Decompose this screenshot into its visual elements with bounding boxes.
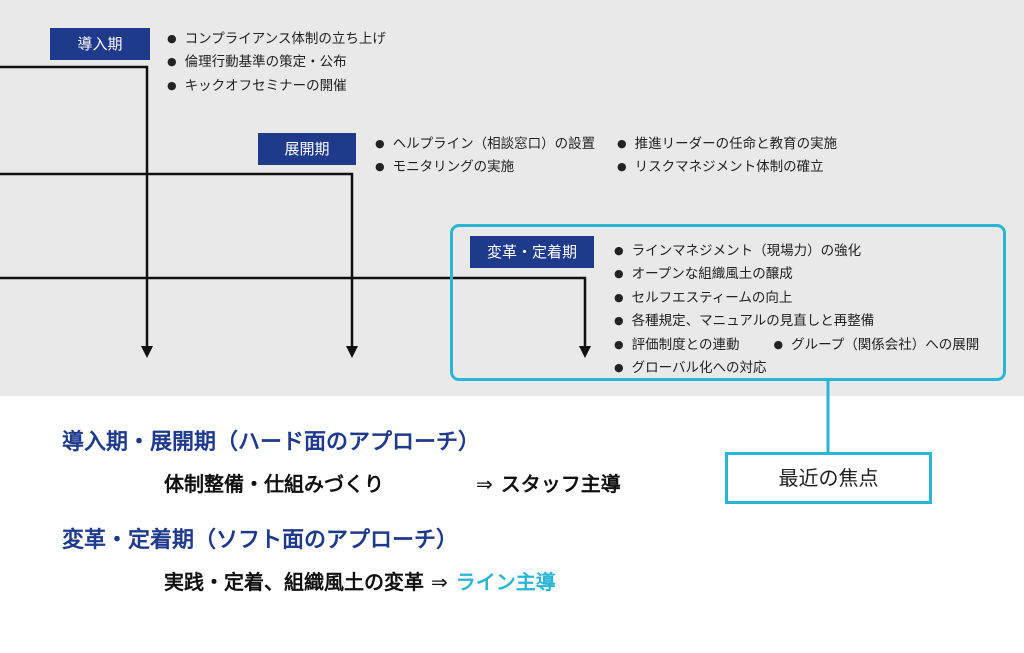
summary-heading-soft: 変革・定着期（ソフト面のアプローチ） xyxy=(62,528,459,553)
list-item: オープンな組織風土の醸成 xyxy=(614,263,979,286)
phase-tag-expansion: 展開期 xyxy=(258,133,356,165)
arrow-icon: ⇒ xyxy=(476,472,493,496)
list-item-extra: グループ（関係会社）への展開 xyxy=(773,337,979,353)
list-item: 倫理行動基準の策定・公布 xyxy=(167,51,386,74)
phase-tag-intro: 導入期 xyxy=(50,28,150,60)
arrowhead-intro xyxy=(141,346,153,358)
summary-heading-hard: 導入期・展開期（ハード面のアプローチ） xyxy=(62,430,481,455)
summary-body-text: 実践・定着、組織風土の変革 xyxy=(164,570,424,594)
line-transformation xyxy=(0,276,587,348)
list-item: グローバル化への対応 xyxy=(614,357,979,380)
list-item: セルフエスティームの向上 xyxy=(614,287,979,310)
summary-body-soft: 実践・定着、組織風土の変革 ⇒ ライン主導 xyxy=(164,566,556,595)
phase-expansion-items-col2: 推進リーダーの任命と教育の実施 リスクマネジメント体制の確立 xyxy=(617,133,838,180)
list-item: キックオフセミナーの開催 xyxy=(167,75,386,98)
summary-lead-text: スタッフ主導 xyxy=(500,472,621,496)
line-intro xyxy=(0,65,149,348)
summary-lead-text: ライン主導 xyxy=(455,570,556,594)
phase-tag-transformation: 変革・定着期 xyxy=(470,236,594,268)
phase-expansion-items-col1: ヘルプライン（相談窓口）の設置 モニタリングの実施 xyxy=(375,133,596,180)
arrow-icon: ⇒ xyxy=(430,570,448,594)
list-item-text: 評価制度との連動 xyxy=(631,336,740,353)
list-item: 推進リーダーの任命と教育の実施 xyxy=(617,133,838,156)
phase-transformation-items: ラインマネジメント（現場力）の強化 オープンな組織風土の醸成 セルフエスティーム… xyxy=(614,240,980,380)
arrowhead-transformation xyxy=(579,346,591,358)
line-expansion xyxy=(0,172,354,348)
list-item: モニタリングの実施 xyxy=(375,156,595,179)
list-item: 各種規定、マニュアルの見直しと再整備 xyxy=(614,310,979,333)
arrowhead-expansion xyxy=(346,346,358,358)
summary-body-hard: 体制整備・仕組みづくり xyxy=(164,472,384,496)
list-item: ラインマネジメント（現場力）の強化 xyxy=(614,240,979,263)
list-item: リスクマネジメント体制の確立 xyxy=(617,156,837,179)
list-item: 評価制度との連動 グループ（関係会社）への展開 xyxy=(614,334,980,357)
phase-intro-items: コンプライアンス体制の立ち上げ 倫理行動基準の策定・公布 キックオフセミナーの開… xyxy=(167,28,386,98)
recent-focus-label: 最近の焦点 xyxy=(725,452,932,504)
list-item: ヘルプライン（相談窓口）の設置 xyxy=(375,133,596,156)
summary-lead-hard: ⇒ スタッフ主導 xyxy=(476,468,621,497)
list-item: コンプライアンス体制の立ち上げ xyxy=(167,28,386,51)
